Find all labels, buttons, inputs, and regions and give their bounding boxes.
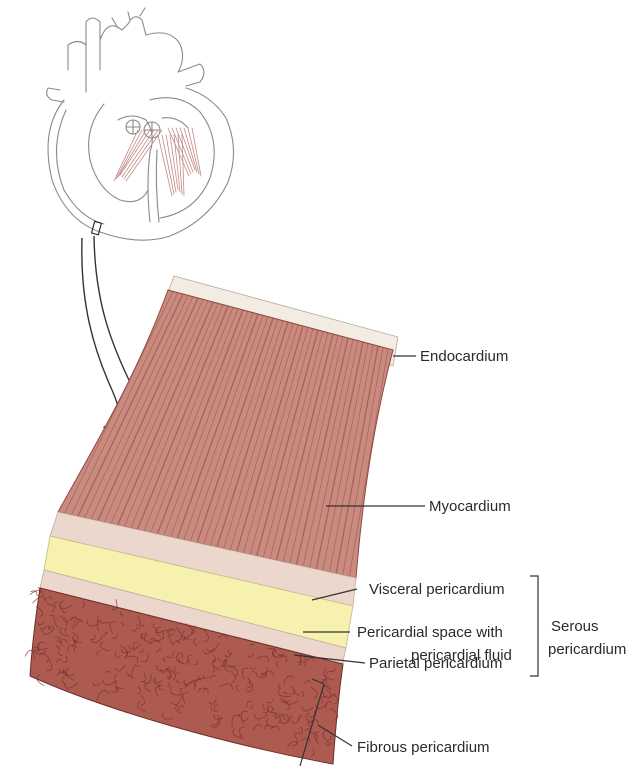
label-pericardial-space: Pericardial space with [357, 624, 503, 641]
label-visceral-pericardium: Visceral pericardium [369, 581, 505, 598]
heart-outline [47, 8, 234, 240]
label-serous-pericardium: pericardium [548, 641, 626, 658]
heart-wall-block [25, 276, 398, 764]
label-fibrous-pericardium: Fibrous pericardium [357, 739, 490, 756]
label-myocardium: Myocardium [429, 498, 511, 515]
papillary-muscles [114, 128, 201, 196]
serous-bracket [530, 576, 538, 676]
labels: Endocardium Myocardium Visceral pericard… [357, 348, 626, 756]
chorda-tendinea [162, 135, 174, 194]
heart-illustration [47, 8, 234, 240]
chorda-tendinea [158, 135, 172, 196]
label-endocardium: Endocardium [420, 348, 508, 365]
label-parietal-pericardium: Parietal pericardium [369, 655, 502, 672]
label-serous: Serous [551, 618, 599, 635]
chorda-tendinea [114, 130, 138, 181]
